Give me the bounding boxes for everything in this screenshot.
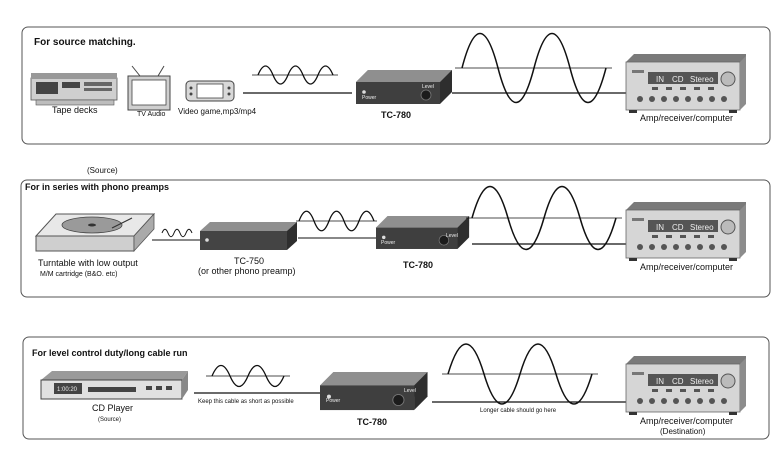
tc780-label: TC-780 bbox=[381, 110, 411, 120]
phono-waveform bbox=[161, 228, 193, 238]
panel-heading: For source matching. bbox=[34, 37, 136, 48]
amp-display-in: IN bbox=[656, 377, 664, 386]
game-device-icon bbox=[185, 80, 235, 102]
amp-display-cd: CD bbox=[672, 377, 684, 386]
tc780-label: TC-780 bbox=[403, 260, 433, 270]
amplifier-device bbox=[625, 201, 747, 262]
amp-label: Amp/receiver/computer bbox=[640, 262, 733, 272]
panel-phono-preamp bbox=[20, 179, 771, 298]
source-note: (Source) bbox=[87, 166, 118, 175]
preamp-output-waveform bbox=[298, 210, 375, 232]
tc780-power-label: Power bbox=[326, 398, 341, 404]
amp-display-stereo: Stereo bbox=[690, 75, 714, 84]
turntable-label: Turntable with low output bbox=[38, 258, 138, 268]
panel-level-control bbox=[22, 336, 770, 440]
amp-label: Amp/receiver/computer bbox=[640, 416, 733, 426]
cd-player-sublabel: (Source) bbox=[98, 417, 121, 423]
tc780-level-label: Level bbox=[446, 233, 458, 239]
input-waveform bbox=[257, 65, 334, 85]
game-label: Video game,mp3/mp4 bbox=[178, 107, 257, 116]
amp-display-cd: CD bbox=[672, 223, 684, 232]
turntable-sublabel: M/M cartridge (B&O. etc) bbox=[40, 271, 117, 278]
tc780-power-label: Power bbox=[362, 95, 377, 101]
amplifier-device bbox=[625, 53, 747, 114]
cd-player-icon bbox=[40, 371, 188, 400]
panel-source-matching bbox=[21, 26, 771, 145]
tc780-level-label: Level bbox=[404, 388, 416, 394]
panel-heading: For level control duty/long cable run bbox=[32, 348, 188, 358]
amp-display-stereo: Stereo bbox=[690, 223, 714, 232]
amp-label: Amp/receiver/computer bbox=[640, 113, 733, 123]
tc750-device bbox=[200, 222, 297, 250]
tv-label: TV Audio bbox=[137, 111, 166, 118]
amp-display-stereo: Stereo bbox=[690, 377, 714, 386]
amp-display-in: IN bbox=[656, 75, 664, 84]
amplifier-device bbox=[625, 355, 747, 416]
tc780-power-label: Power bbox=[381, 240, 396, 246]
amp-display-in: IN bbox=[656, 223, 664, 232]
tv-icon bbox=[127, 65, 171, 111]
tc780-label: TC-780 bbox=[357, 417, 387, 427]
cd-display: 1:00:20 bbox=[57, 387, 78, 393]
tc750-label: TC-750 bbox=[234, 256, 264, 266]
tc750-sublabel: (or other phono preamp) bbox=[198, 266, 296, 276]
turntable-icon bbox=[34, 212, 156, 253]
short-cable-note: Keep this cable as short as possible bbox=[198, 399, 294, 405]
amp-display-cd: CD bbox=[672, 75, 684, 84]
tape-deck-icon bbox=[30, 73, 118, 106]
cd-player-label: CD Player bbox=[92, 403, 133, 413]
long-cable-note: Longer cable should go here bbox=[480, 408, 557, 414]
tc780-level-label: Level bbox=[422, 84, 434, 90]
amp-sublabel: (Destination) bbox=[660, 427, 706, 436]
panel-heading: For in series with phono preamps bbox=[25, 182, 169, 192]
tape-deck-label: Tape decks bbox=[52, 105, 98, 115]
